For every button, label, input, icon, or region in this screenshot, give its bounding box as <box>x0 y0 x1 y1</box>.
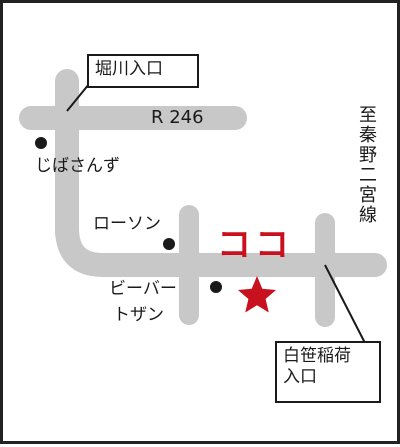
landmark-dot-lawson <box>163 238 175 250</box>
road-label-hadano-ninomiya: 至秦野二宮線 <box>356 105 377 225</box>
leader-shirasasa <box>324 264 366 344</box>
landmark-dot-bivar <box>210 281 222 293</box>
horikawa-entrance-text: 堀川入口 <box>95 59 163 79</box>
landmark-label-bivar-line2: トザン <box>113 305 164 325</box>
star-icon <box>238 276 276 313</box>
horikawa-entrance-label: 堀川入口 <box>87 54 199 88</box>
shirasasa-entrance-line2: 入口 <box>283 367 317 388</box>
shirasasa-entrance-label: 白笹稲荷 入口 <box>275 341 381 403</box>
destination-label: ココ <box>217 225 293 265</box>
road-label-r246: R 246 <box>151 107 204 128</box>
landmark-label-jibasanzu: じばさんず <box>35 156 120 176</box>
landmark-label-bivar-line1: ビーバー <box>109 279 177 299</box>
landmark-dot-jibasanzu <box>35 137 47 149</box>
shirasasa-entrance-line1: 白笹稲荷 <box>283 346 351 366</box>
road-bottom-horizontal <box>55 216 387 277</box>
landmark-label-lawson: ローソン <box>93 214 161 234</box>
